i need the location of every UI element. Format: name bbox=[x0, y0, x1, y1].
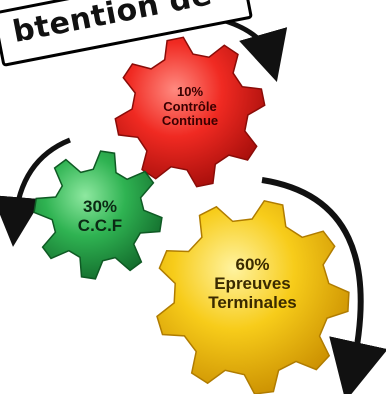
yellow-gear-label: 60% Epreuves Terminales bbox=[185, 255, 320, 312]
yellow-gear-percent: 60% bbox=[235, 255, 270, 274]
red-gear bbox=[114, 36, 266, 188]
green-gear-line1: C.C.F bbox=[77, 216, 123, 236]
red-gear-line1: Contrôle bbox=[163, 98, 217, 114]
green-gear-percent: 30% bbox=[82, 197, 118, 216]
red-gear-percent: 10% bbox=[176, 84, 204, 99]
yellow-gear bbox=[156, 199, 350, 394]
yellow-gear-line1: Epreuves bbox=[214, 274, 291, 294]
red-gear-line2: Continue bbox=[161, 113, 219, 129]
yellow-gear-line2: Terminales bbox=[208, 293, 297, 313]
green-gear-label: 30% C.C.F bbox=[50, 197, 150, 235]
arrow-left bbox=[0, 137, 71, 247]
green-gear bbox=[33, 150, 163, 280]
arrow-right bbox=[261, 177, 386, 394]
red-gear-label: 10% Contrôle Continue bbox=[135, 84, 245, 129]
